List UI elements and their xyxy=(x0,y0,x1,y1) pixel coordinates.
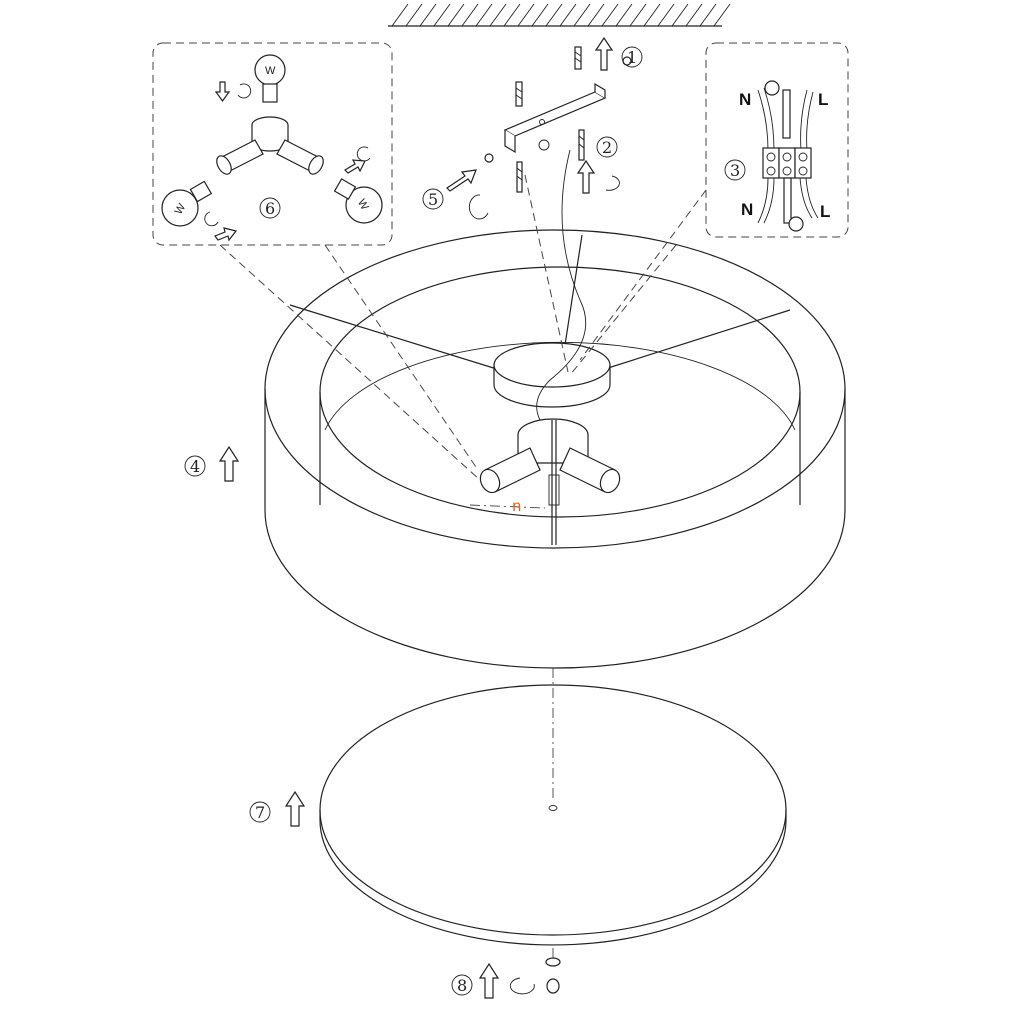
hatch-stroke xyxy=(657,3,675,27)
step-3-label: 3 xyxy=(730,161,740,180)
rotate-icon xyxy=(204,211,219,227)
down-arrow-icon xyxy=(214,81,231,103)
hatch-stroke xyxy=(461,3,479,27)
hatch-stroke xyxy=(447,3,465,27)
step-6-label: 6 xyxy=(265,199,275,218)
bulb-top: W xyxy=(254,54,286,103)
hatch-stroke xyxy=(405,3,423,27)
step-7-label: 7 xyxy=(255,803,265,822)
bulb-cluster: W W W 6 xyxy=(161,54,383,242)
up-arrow-icon xyxy=(594,36,614,71)
bulb-left: W xyxy=(161,180,213,227)
drum-shade xyxy=(264,229,846,669)
hatch-stroke xyxy=(587,3,605,27)
hatch-stroke xyxy=(419,3,437,27)
terminal-block xyxy=(757,80,819,232)
neutral-label: N xyxy=(741,200,753,219)
live-label: L xyxy=(820,202,830,221)
arrow-icon xyxy=(214,227,238,242)
mounting-bracket xyxy=(484,46,632,193)
hatch-stroke xyxy=(391,3,409,27)
up-arrow-icon xyxy=(576,159,596,194)
rotate-icon xyxy=(237,83,252,99)
bulb-right: W xyxy=(333,178,383,224)
hatch-stroke xyxy=(573,3,591,27)
hatch-stroke xyxy=(601,3,619,27)
hatch-stroke xyxy=(629,3,647,27)
ceiling-hatch xyxy=(388,3,731,27)
hatch-stroke xyxy=(699,3,717,27)
screw-icon xyxy=(515,81,523,107)
up-arrow-icon xyxy=(478,962,500,999)
bulb-wattage-label: W xyxy=(265,65,276,77)
diffuser-disc xyxy=(319,684,787,946)
hatch-stroke xyxy=(545,3,563,27)
washer xyxy=(545,957,561,967)
cable xyxy=(536,149,587,421)
hatch-stroke xyxy=(615,3,633,27)
step-4-label: 4 xyxy=(190,457,200,476)
wiring-detail-box xyxy=(705,42,849,238)
finial-nut xyxy=(546,978,560,994)
hatch-stroke xyxy=(489,3,507,27)
neutral-label: N xyxy=(739,90,751,109)
screw-icon xyxy=(516,161,523,193)
step-5-label: 5 xyxy=(428,190,438,209)
rotate-icon xyxy=(356,146,371,162)
step-2-label: 2 xyxy=(602,138,612,157)
step-1-label: 1 xyxy=(627,48,637,67)
hatch-stroke xyxy=(531,3,549,27)
hatch-stroke xyxy=(433,3,451,27)
screw-icon xyxy=(578,129,585,161)
bulb-detail-box xyxy=(152,42,393,246)
rotate-icon xyxy=(468,194,489,220)
up-arrow-icon xyxy=(218,445,240,482)
marker-label: n xyxy=(512,497,522,515)
hatch-stroke xyxy=(671,3,689,27)
hatch-stroke xyxy=(559,3,577,27)
hatch-stroke xyxy=(503,3,521,27)
arrow-icon xyxy=(446,169,477,192)
lamp-holder xyxy=(479,342,621,545)
rotate-icon xyxy=(605,175,620,191)
hatch-stroke xyxy=(713,3,731,27)
rotate-icon xyxy=(509,977,535,995)
hatch-stroke xyxy=(517,3,535,27)
up-arrow-icon xyxy=(284,790,306,827)
hatch-stroke xyxy=(475,3,493,27)
arrow-icon xyxy=(344,159,366,174)
hatch-stroke xyxy=(643,3,661,27)
step-8-label: 8 xyxy=(457,976,467,995)
live-label: L xyxy=(818,90,828,109)
screw-icon xyxy=(574,46,582,70)
hatch-stroke xyxy=(685,3,703,27)
